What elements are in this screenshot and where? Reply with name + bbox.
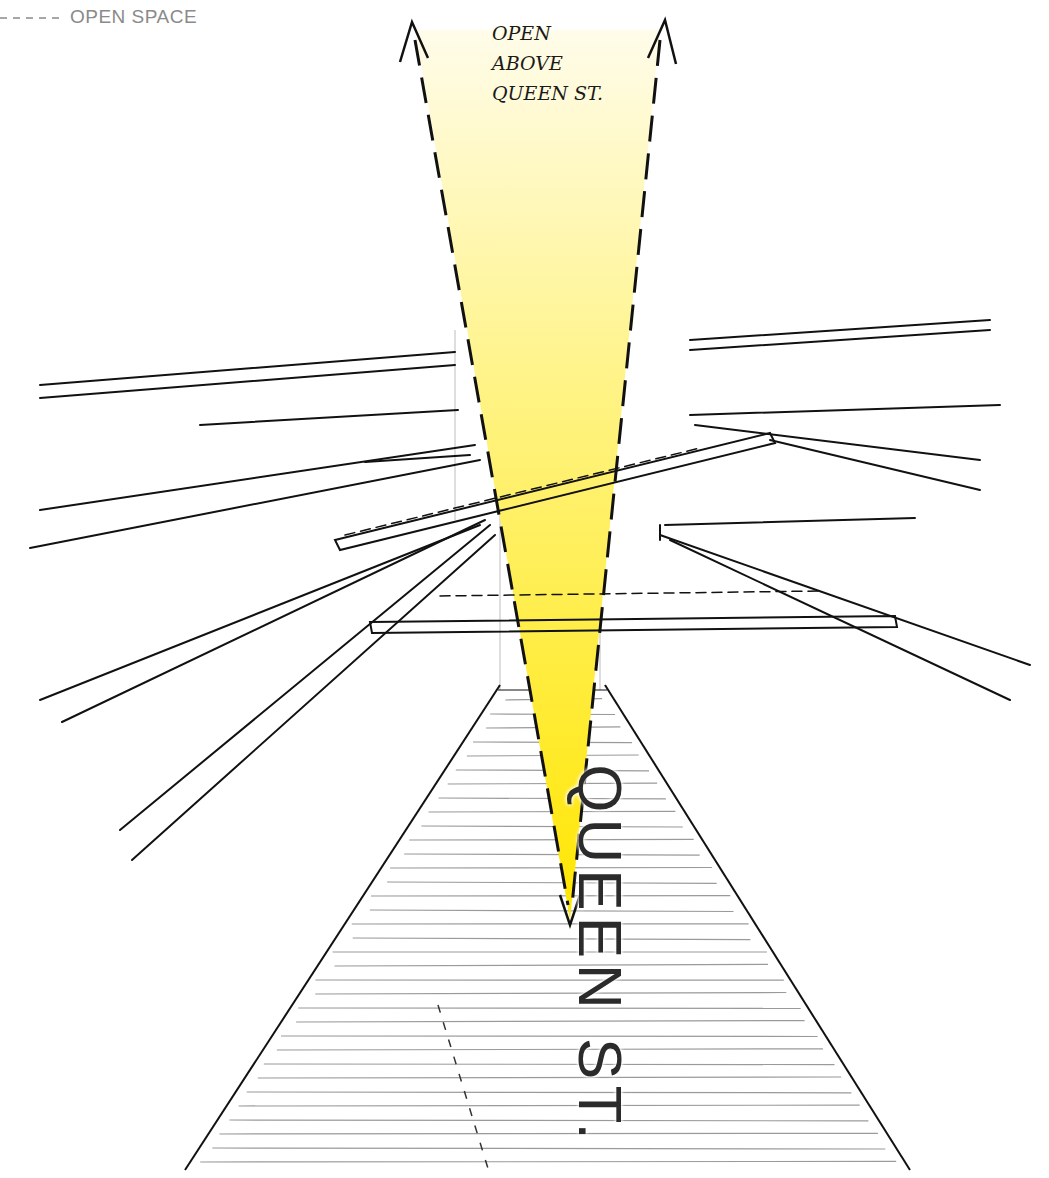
sketch-note: OPEN ABOVE QUEEN ST. [492, 18, 604, 108]
hatch-line [353, 938, 751, 940]
hatch-line [404, 854, 700, 855]
hatch-line [333, 951, 767, 952]
building-lines [30, 320, 1030, 860]
hatch-line [277, 1049, 823, 1050]
centre-line [438, 1005, 490, 1175]
hatch-line [258, 1077, 841, 1078]
hatch-line [387, 882, 716, 883]
hatch-line [421, 826, 682, 827]
hatch-line [390, 867, 712, 869]
legend-dash [0, 17, 64, 19]
hatch-line [200, 1161, 896, 1163]
hatch-line [298, 1007, 801, 1008]
legend-text: OPEN SPACE [70, 6, 197, 28]
street-name: QUEEN ST. [565, 764, 636, 1145]
hatch-line [219, 1133, 878, 1135]
hatch-line [315, 979, 783, 980]
hatch-line [352, 923, 749, 924]
hatch-line [296, 1021, 804, 1022]
hatch-line [371, 895, 730, 896]
hatch-line [264, 1063, 835, 1065]
hatch-line [409, 839, 693, 841]
hatch-line [315, 993, 786, 995]
hatch-line [335, 964, 769, 966]
hatch-line [230, 1119, 869, 1121]
hatch-line [370, 910, 734, 912]
hatch-line [239, 1104, 860, 1106]
open-space-arrows [400, 20, 676, 925]
hatch-line [247, 1091, 852, 1093]
hatch-line [281, 1035, 818, 1037]
hatch-line [212, 1148, 885, 1149]
